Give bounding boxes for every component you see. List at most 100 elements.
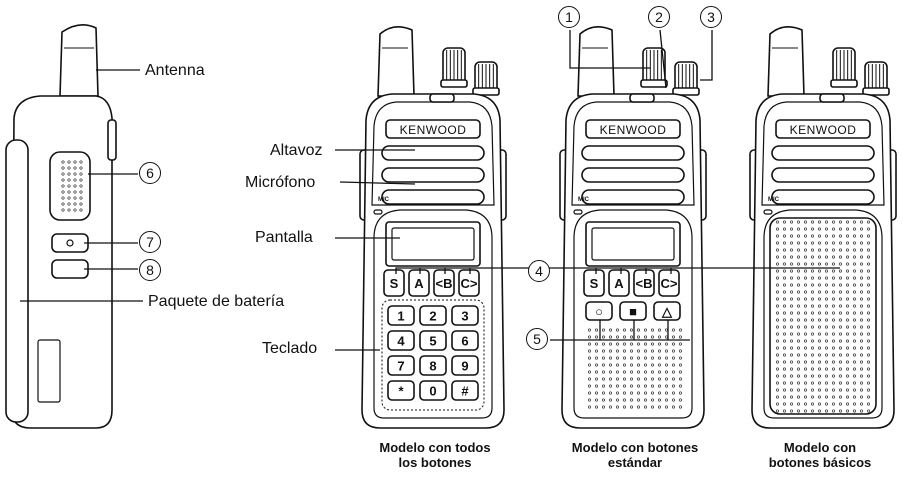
numeric-key-2-label: 3: [461, 309, 468, 324]
side-button-2: [51, 259, 89, 279]
numeric-key-2: 3: [451, 305, 479, 326]
caption-full-line2: los botones: [398, 455, 472, 470]
mic-hole: [373, 209, 383, 215]
channel-knob: [440, 47, 468, 88]
label-microphone: Micrófono: [245, 174, 316, 191]
numeric-key-11: #: [451, 380, 479, 401]
upper-panel: [761, 101, 885, 206]
display-inner: [591, 227, 675, 261]
label-battery: Paquete de batería: [148, 293, 285, 310]
caption-full-model: Modelo con todos los botones: [355, 440, 515, 470]
callout-1: 1: [558, 6, 580, 28]
callout-8: 8: [139, 259, 161, 281]
func-key-0-label: S: [590, 276, 599, 291]
antenna-shape: [767, 26, 805, 97]
side-clip: [107, 119, 117, 161]
mic-hole: [573, 209, 583, 215]
label-display: Pantalla: [255, 229, 313, 246]
numeric-key-1: 2: [419, 305, 447, 326]
caption-basic-model: Modelo con botones básicos: [745, 440, 895, 470]
mic-label: MIC: [768, 197, 780, 203]
caption-standard-model: Modelo con botones estándar: [550, 440, 720, 470]
keypad-area: [381, 299, 485, 411]
func-key-1: A: [608, 269, 630, 297]
label-plate: [37, 339, 61, 403]
leader-2: [659, 29, 667, 89]
display-screen: [385, 221, 481, 267]
numeric-key-3-label: 4: [397, 334, 405, 349]
numeric-key-5: 6: [451, 330, 479, 351]
radio-side: [5, 24, 117, 429]
volume-knob: [472, 61, 500, 96]
volume-knob: [672, 61, 700, 96]
basic-key-2-label: △: [661, 304, 673, 319]
func-key-1-label: A: [414, 276, 424, 291]
func-key-3-label: C>: [461, 276, 478, 291]
logo-plate: [585, 119, 681, 139]
func-key-0-label: S: [390, 276, 399, 291]
numeric-key-7-label: 8: [429, 359, 436, 374]
mic-label: MIC: [578, 197, 590, 203]
brand-logo: KENWOOD: [790, 123, 857, 137]
func-key-2-label: <B: [436, 276, 453, 291]
func-key-3: C>: [458, 269, 480, 297]
numeric-key-1-label: 2: [429, 309, 436, 324]
caption-full-line1: Modelo con todos: [379, 440, 491, 455]
callout-4: 4: [528, 260, 550, 282]
callout-2: 2: [648, 6, 670, 28]
basic-key-0-label: ○: [595, 304, 603, 319]
front-frame: [763, 209, 883, 419]
numeric-key-7: 8: [419, 355, 447, 376]
label-keypad: Teclado: [262, 340, 318, 357]
antenna-shape: [59, 24, 99, 97]
mic-label: MIC: [378, 197, 390, 203]
func-key-3-label: C>: [661, 276, 678, 291]
func-key-1: A: [408, 269, 430, 297]
func-key-2-label: <B: [636, 276, 653, 291]
leader-1: [569, 30, 650, 69]
label-speaker: Altavoz: [270, 142, 323, 159]
caption-basic-line2: botones básicos: [768, 455, 872, 470]
numeric-key-8-label: 9: [461, 359, 468, 374]
ptt-texture: [61, 160, 83, 212]
mic-hole: [763, 209, 773, 215]
func-key-0: S: [583, 269, 605, 297]
leader-3: [700, 30, 713, 81]
led: [629, 93, 655, 103]
logo-plate: [775, 119, 871, 139]
label-antenna: Antenna: [145, 62, 205, 79]
caption-basic-line1: Modelo con: [783, 440, 857, 455]
front-frame: [373, 209, 493, 419]
side-button-1: [51, 233, 89, 253]
speaker-cover-holes: [775, 220, 871, 413]
numeric-key-4-label: 5: [429, 334, 436, 349]
callout-5: 5: [526, 328, 548, 350]
callout-7: 7: [139, 231, 161, 253]
func-key-0: S: [383, 269, 405, 297]
basic-key-1-label: ■: [629, 304, 637, 319]
numeric-key-0: 1: [387, 305, 415, 326]
func-key-3: C>: [658, 269, 680, 297]
upper-panel: [371, 101, 495, 206]
front-frame: [573, 209, 693, 419]
brand-logo: KENWOOD: [400, 123, 467, 137]
func-key-1-label: A: [614, 276, 624, 291]
speaker-cover: [769, 217, 877, 415]
speaker-grille: [581, 145, 685, 205]
display-inner: [391, 227, 475, 261]
brand-logo: KENWOOD: [600, 123, 667, 137]
antenna-shape: [377, 26, 415, 97]
radio-basic: KENWOOD MIC: [749, 26, 897, 429]
numeric-key-0-label: 1: [397, 309, 404, 324]
numeric-key-11-label: #: [461, 384, 469, 399]
numeric-key-10: 0: [419, 380, 447, 401]
basic-key-1: ■: [619, 301, 647, 321]
callout-6: 6: [139, 162, 161, 184]
numeric-key-9: *: [387, 380, 415, 401]
basic-key-2: △: [653, 301, 681, 321]
battery-pack: [5, 139, 29, 423]
volume-knob: [862, 61, 890, 96]
